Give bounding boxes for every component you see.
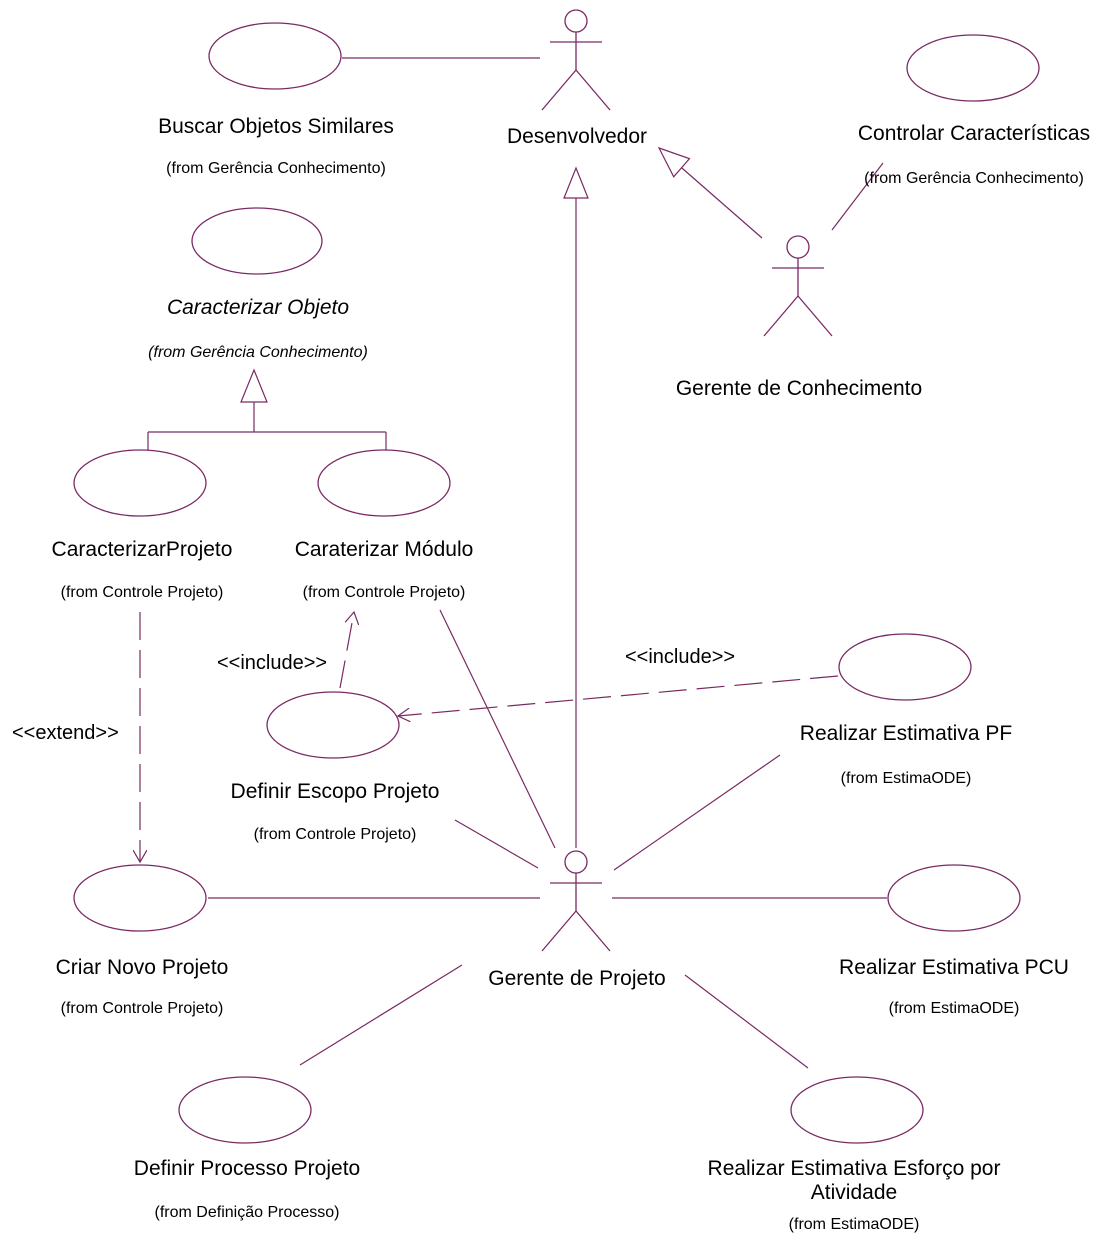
tree-arrowhead	[240, 368, 268, 403]
uc-caraterizar-modulo-from: (from Controle Projeto)	[302, 584, 466, 601]
uc-controlar-caracteristicas-from: (from Gerência Conhecimento)	[864, 170, 1084, 187]
actor-gerente-projeto-leg-right	[575, 910, 611, 952]
uc-definir-processo-ellipse	[178, 1076, 312, 1144]
actor-gerente-conhecimento-head	[786, 235, 810, 259]
uc-caracterizar-objeto-ellipse	[191, 207, 323, 275]
generalization-gerente-projeto-to-desenvolvedor-arrowhead	[563, 166, 589, 199]
actor-gerente-conhecimento-leg-right	[797, 295, 833, 337]
uc-definir-escopo-ellipse	[266, 691, 400, 759]
uc-definir-processo-from: (from Definição Processo)	[154, 1204, 340, 1221]
actor-gerente-conhecimento	[763, 235, 833, 337]
uc-realizar-estimativa-esforco-ellipse	[790, 1076, 924, 1144]
uc-caracterizar-projeto-ellipse	[73, 449, 207, 517]
assoc-esforco-gerente-projeto	[684, 974, 809, 1069]
stereotype-include-pf: <<include>>	[625, 646, 736, 668]
uc-criar-novo-projeto-label: Criar Novo Projeto	[55, 956, 229, 979]
uc-realizar-estimativa-pcu-label: Realizar Estimativa PCU	[839, 956, 1069, 979]
stereotype-extend: <<extend>>	[12, 722, 119, 744]
uc-realizar-estimativa-pf-from: (from EstimaODE)	[840, 770, 972, 787]
assoc-escopo-gerente-projeto	[454, 819, 539, 869]
assoc-controlar-gerente-conhecimento	[831, 162, 884, 231]
uc-caraterizar-modulo-label: Caraterizar Módulo	[294, 538, 474, 561]
uc-buscar-objetos-label: Buscar Objetos Similares	[158, 115, 394, 138]
generalization-gerente-conhecimento-to-desenvolvedor	[657, 146, 763, 239]
uc-realizar-estimativa-pf-ellipse	[838, 633, 972, 701]
uc-realizar-estimativa-pcu-from: (from EstimaODE)	[888, 1000, 1020, 1017]
uc-buscar-objetos-ellipse	[208, 22, 342, 90]
dependency-include-escopo-to-modulo	[339, 612, 354, 689]
actor-gerente-projeto-leg-left	[541, 910, 577, 952]
assoc-modulo-gerente-projeto	[439, 609, 556, 849]
actor-desenvolvedor-label: Desenvolvedor	[506, 125, 648, 148]
actor-gerente-projeto-head	[564, 850, 588, 874]
generalization-gerente-projeto-to-desenvolvedor	[563, 166, 589, 848]
actor-desenvolvedor-leg-left	[541, 69, 577, 111]
uc-definir-escopo-label: Definir Escopo Projeto	[230, 780, 440, 803]
uc-buscar-objetos-from: (from Gerência Conhecimento)	[166, 160, 386, 177]
generalization-caracterizar-objeto-tree	[147, 368, 387, 450]
uc-realizar-estimativa-esforco-label: Realizar Estimativa Esforço por Atividad…	[707, 1157, 1001, 1204]
actor-desenvolvedor	[541, 9, 611, 111]
uc-criar-novo-projeto-from: (from Controle Projeto)	[60, 1000, 224, 1017]
uc-caracterizar-projeto-from: (from Controle Projeto)	[60, 584, 224, 601]
generalization-gerente-conhecimento-to-desenvolvedor-arrowhead	[657, 146, 691, 178]
uc-caraterizar-modulo-ellipse	[317, 449, 451, 517]
uc-controlar-caracteristicas-label: Controlar Características	[857, 122, 1091, 145]
stereotype-include-modulo: <<include>>	[217, 652, 328, 674]
uc-realizar-estimativa-pcu-ellipse	[887, 864, 1021, 932]
assoc-pf-gerente-projeto	[613, 754, 781, 871]
uc-realizar-estimativa-pf-label: Realizar Estimativa PF	[799, 722, 1013, 745]
uc-caracterizar-objeto-from: (from Gerência Conhecimento)	[148, 344, 368, 361]
uc-definir-escopo-from: (from Controle Projeto)	[253, 826, 417, 843]
uc-definir-processo-label: Definir Processo Projeto	[133, 1157, 361, 1180]
actor-desenvolvedor-leg-right	[575, 69, 611, 111]
uc-caracterizar-projeto-label: CaracterizarProjeto	[51, 538, 233, 561]
uc-criar-novo-projeto-ellipse	[73, 864, 207, 932]
uc-caracterizar-objeto-label: Caracterizar Objeto	[166, 296, 350, 319]
assoc-processo-gerente-projeto	[299, 964, 463, 1066]
uc-controlar-caracteristicas-ellipse	[906, 34, 1040, 102]
uc-realizar-estimativa-esforco-from: (from EstimaODE)	[788, 1216, 920, 1233]
actor-gerente-conhecimento-label: Gerente de Conhecimento	[675, 377, 923, 400]
dependency-include-pf-to-escopo	[398, 675, 839, 716]
generalization-gerente-conhecimento-to-desenvolvedor-line	[681, 167, 763, 239]
actor-gerente-projeto-label: Gerente de Projeto	[488, 967, 666, 990]
actor-gerente-projeto	[541, 850, 611, 952]
actor-desenvolvedor-head	[564, 9, 588, 33]
actor-gerente-conhecimento-leg-left	[763, 295, 799, 337]
